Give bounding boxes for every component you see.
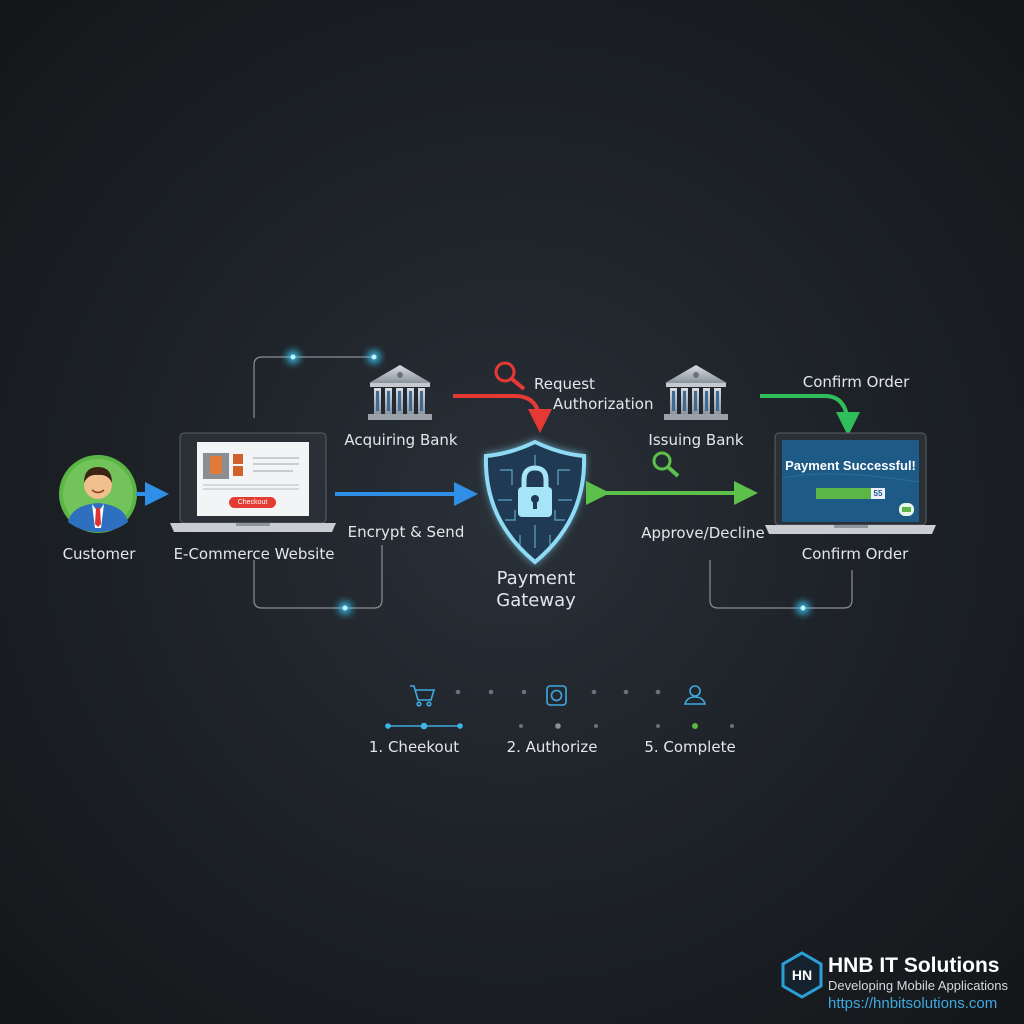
brand-logo: HN (781, 951, 823, 999)
acquiring-bank-label: Acquiring Bank (344, 431, 458, 449)
customer-label: Customer (62, 545, 136, 563)
step-authorize-label: 2. Authorize (506, 738, 598, 756)
checkout-button[interactable]: Checkout (237, 499, 268, 506)
confirmation-laptop (765, 432, 936, 534)
customer-avatar (59, 455, 137, 533)
gateway-label-1: Payment (496, 568, 576, 589)
glow-dots (287, 351, 809, 614)
user-icon (683, 685, 707, 705)
arrow-confirm-order (760, 394, 860, 436)
safe-icon (546, 685, 567, 706)
cart-icon (410, 685, 436, 707)
issuing-bank-label: Issuing Bank (648, 431, 744, 449)
connector-left (253, 356, 383, 609)
encrypt-send-label: Encrypt & Send (347, 523, 465, 541)
brand-block: HNB IT Solutions Developing Mobile Appli… (828, 954, 1008, 1013)
authorization-label: Authorization (553, 395, 654, 413)
acquiring-bank-icon (368, 365, 432, 420)
red-magnifier-icon (494, 361, 526, 391)
issuing-bank-icon (664, 365, 728, 420)
connector-right (709, 560, 853, 609)
payment-success-title: Payment Successful! (785, 458, 916, 473)
confirm-order-label: Confirm Order (801, 545, 909, 563)
request-label: Request (534, 375, 595, 393)
svg-text:HN: HN (792, 967, 812, 983)
arrow-request-authorization (453, 394, 552, 433)
step-checkout-label: 1. Cheekout (368, 738, 460, 756)
brand-url[interactable]: https://hnbitsolutions.com (828, 995, 998, 1012)
ecommerce-label: E-Commerce Website (173, 545, 335, 563)
confirm-order-top-label: Confirm Order (802, 373, 910, 391)
brand-name: HNB IT Solutions (828, 954, 1000, 977)
gateway-label-2: Gateway (496, 590, 576, 611)
steps-track (385, 685, 734, 730)
payment-gateway-shield-icon (483, 439, 587, 565)
step-dots (455, 689, 734, 729)
ecommerce-laptop (170, 432, 336, 532)
approve-decline-label: Approve/Decline (641, 524, 765, 542)
step-complete-label: 5. Complete (644, 738, 736, 756)
green-magnifier-icon (652, 451, 680, 478)
brand-tagline: Developing Mobile Applications (828, 978, 1008, 993)
success-badge: 55 (873, 489, 883, 498)
